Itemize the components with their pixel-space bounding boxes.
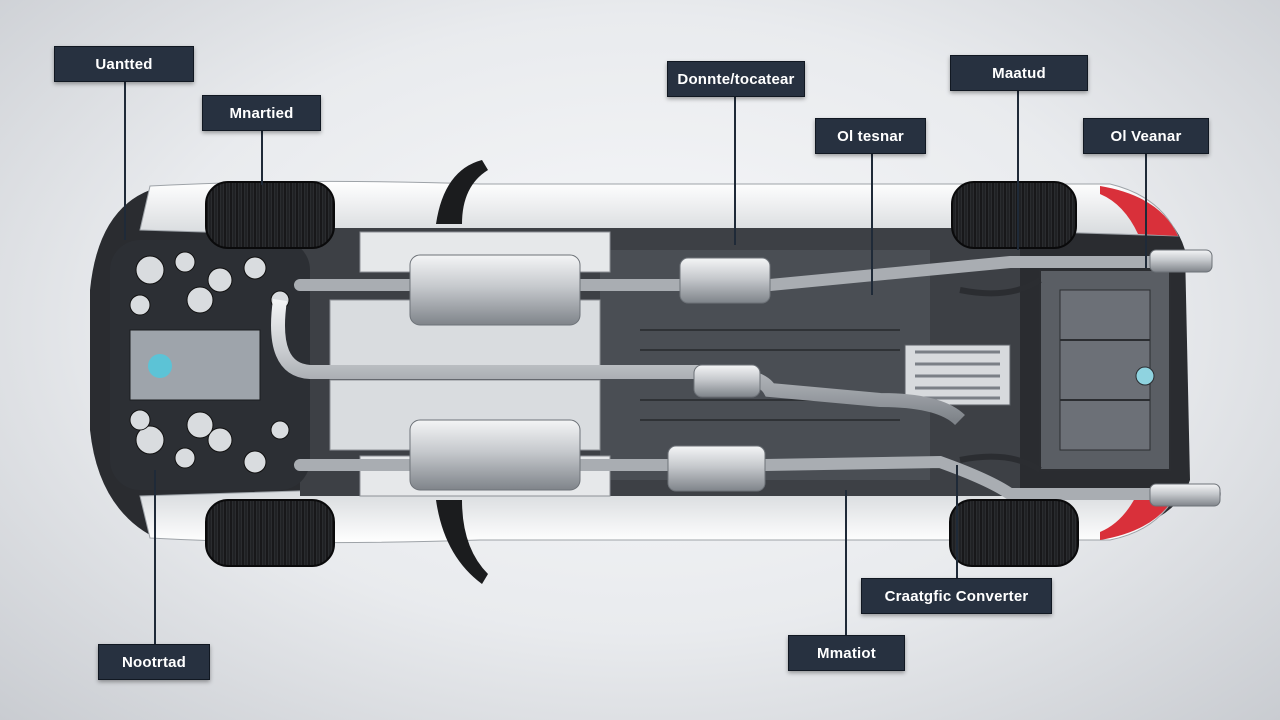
rear-subframe bbox=[904, 269, 1171, 473]
taillight-top bbox=[1100, 186, 1178, 236]
muffler-bottom-left bbox=[409, 419, 581, 491]
wheels bbox=[205, 181, 1079, 567]
label-top-left-1: Uantted bbox=[54, 46, 194, 82]
label-top-center: Donnte/tocatear bbox=[667, 61, 805, 97]
tailpipe-top bbox=[1149, 249, 1213, 273]
label-top-center-right: Ol tesnar bbox=[815, 118, 926, 154]
resonator-bottom bbox=[667, 445, 766, 492]
label-bottom-right: Craatgfic Converter bbox=[861, 578, 1052, 614]
engine-bay bbox=[110, 240, 310, 490]
resonator-top bbox=[679, 257, 771, 304]
side-mirror-top bbox=[436, 160, 488, 224]
muffler-top-left bbox=[409, 254, 581, 326]
label-top-right-2: Ol Veanar bbox=[1083, 118, 1209, 154]
label-top-left-2: Mnartied bbox=[202, 95, 321, 131]
rear-right-wheel bbox=[949, 499, 1079, 567]
label-bottom-left: Nootrtad bbox=[98, 644, 210, 680]
leader-lines bbox=[124, 82, 1147, 645]
side-mirror-bottom bbox=[436, 500, 488, 584]
center-resonator bbox=[693, 364, 761, 398]
label-top-right-1: Maatud bbox=[950, 55, 1088, 91]
tailpipe-bottom bbox=[1149, 483, 1221, 507]
front-left-wheel bbox=[205, 181, 335, 249]
rear-left-wheel bbox=[951, 181, 1077, 249]
label-bottom-center: Mmatiot bbox=[788, 635, 905, 671]
front-right-wheel bbox=[205, 499, 335, 567]
exhaust-system bbox=[271, 249, 1221, 507]
